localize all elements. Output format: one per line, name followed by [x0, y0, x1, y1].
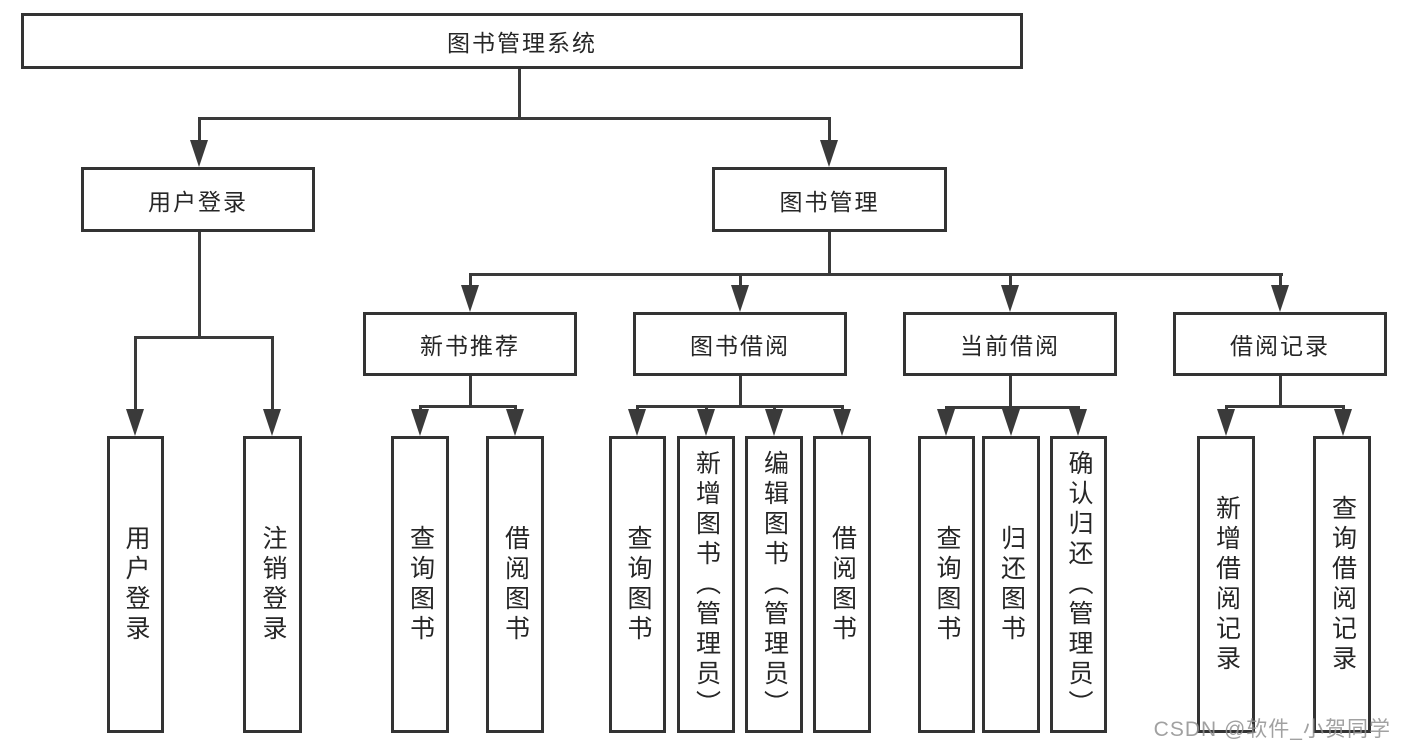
node-label: 借阅图书: [501, 524, 530, 645]
node-leaf-add-borrow-record: 新增借阅记录: [1197, 436, 1255, 733]
arrow-down-icon: [190, 140, 208, 167]
node-current-borrow: 当前借阅: [903, 312, 1117, 376]
node-label: 用户登录: [148, 188, 248, 215]
connector-line: [636, 405, 844, 408]
arrow-down-icon: [1069, 409, 1087, 436]
arrow-down-icon: [126, 409, 144, 436]
node-label: 新增图书（管理员）: [692, 449, 721, 720]
arrow-down-icon: [461, 285, 479, 312]
arrow-down-icon: [1271, 285, 1289, 312]
node-label: 注销登录: [259, 524, 287, 645]
connector-line: [469, 273, 472, 287]
connector-line: [469, 376, 472, 408]
node-leaf-edit-book-admin: 编辑图书（管理员）: [745, 436, 803, 733]
arrow-down-icon: [1334, 409, 1352, 436]
node-leaf-query-borrow-record: 查询借阅记录: [1313, 436, 1371, 733]
node-leaf-return-book: 归还图书: [982, 436, 1040, 733]
node-label: 编辑图书（管理员）: [760, 449, 789, 720]
connector-line: [828, 117, 831, 143]
connector-line: [1279, 376, 1282, 408]
node-label: 新增借阅记录: [1212, 494, 1241, 675]
arrow-down-icon: [820, 140, 838, 167]
node-label: 图书借阅: [690, 333, 790, 359]
node-label: 图书管理系统: [447, 30, 597, 56]
node-leaf-query-book: 查询图书: [391, 436, 449, 733]
connector-line: [198, 232, 201, 336]
node-book-borrow: 图书借阅: [633, 312, 847, 376]
connector-line: [198, 117, 831, 120]
connector-line: [198, 117, 201, 143]
csdn-watermark: CSDN @软件_小贺同学: [1153, 718, 1391, 741]
arrow-down-icon: [697, 409, 715, 436]
node-book-management: 图书管理: [712, 167, 947, 232]
node-label: 归还图书: [997, 524, 1026, 645]
arrow-down-icon: [765, 409, 783, 436]
connector-line: [469, 273, 1283, 276]
connector-line: [828, 232, 831, 276]
connector-line: [1225, 405, 1345, 408]
node-leaf-add-book-admin: 新增图书（管理员）: [677, 436, 735, 733]
connector-line: [271, 336, 274, 410]
node-label: 查询图书: [406, 524, 435, 645]
connector-line: [1009, 273, 1012, 287]
connector-line: [518, 69, 521, 117]
node-leaf-query-book: 查询图书: [918, 436, 975, 733]
node-user-login: 用户登录: [81, 167, 315, 232]
node-borrow-records: 借阅记录: [1173, 312, 1387, 376]
arrow-down-icon: [628, 409, 646, 436]
connector-line: [739, 376, 742, 408]
arrow-down-icon: [731, 285, 749, 312]
arrow-down-icon: [263, 409, 281, 436]
node-leaf-confirm-return-admin: 确认归还（管理员）: [1050, 436, 1107, 733]
arrow-down-icon: [411, 409, 429, 436]
connector-line: [739, 273, 742, 287]
node-label: 图书管理: [779, 188, 880, 215]
connector-line: [1279, 273, 1282, 287]
node-leaf-borrow-book: 借阅图书: [486, 436, 544, 733]
connector-line: [134, 336, 137, 410]
node-new-book-recommend: 新书推荐: [363, 312, 577, 376]
arrow-down-icon: [833, 409, 851, 436]
arrow-down-icon: [1217, 409, 1235, 436]
arrow-down-icon: [506, 409, 524, 436]
node-leaf-query-book: 查询图书: [609, 436, 666, 733]
node-label: 借阅记录: [1230, 333, 1330, 359]
node-leaf-user-login: 用户登录: [107, 436, 164, 733]
node-label: 当前借阅: [960, 333, 1060, 359]
node-label: 新书推荐: [420, 333, 520, 359]
node-leaf-borrow-book: 借阅图书: [813, 436, 871, 733]
node-library-management-system: 图书管理系统: [21, 13, 1023, 69]
arrow-down-icon: [937, 409, 955, 436]
node-label: 确认归还（管理员）: [1065, 449, 1093, 720]
node-label: 查询图书: [933, 524, 961, 645]
connector-line: [1009, 376, 1012, 409]
arrow-down-icon: [1001, 285, 1019, 312]
node-label: 查询图书: [624, 524, 652, 645]
node-label: 借阅图书: [828, 524, 857, 645]
node-label: 用户登录: [122, 524, 150, 645]
connector-line: [134, 336, 274, 339]
node-leaf-logout: 注销登录: [243, 436, 302, 733]
node-label: 查询借阅记录: [1328, 494, 1357, 675]
arrow-down-icon: [1002, 409, 1020, 436]
connector-line: [419, 405, 517, 408]
